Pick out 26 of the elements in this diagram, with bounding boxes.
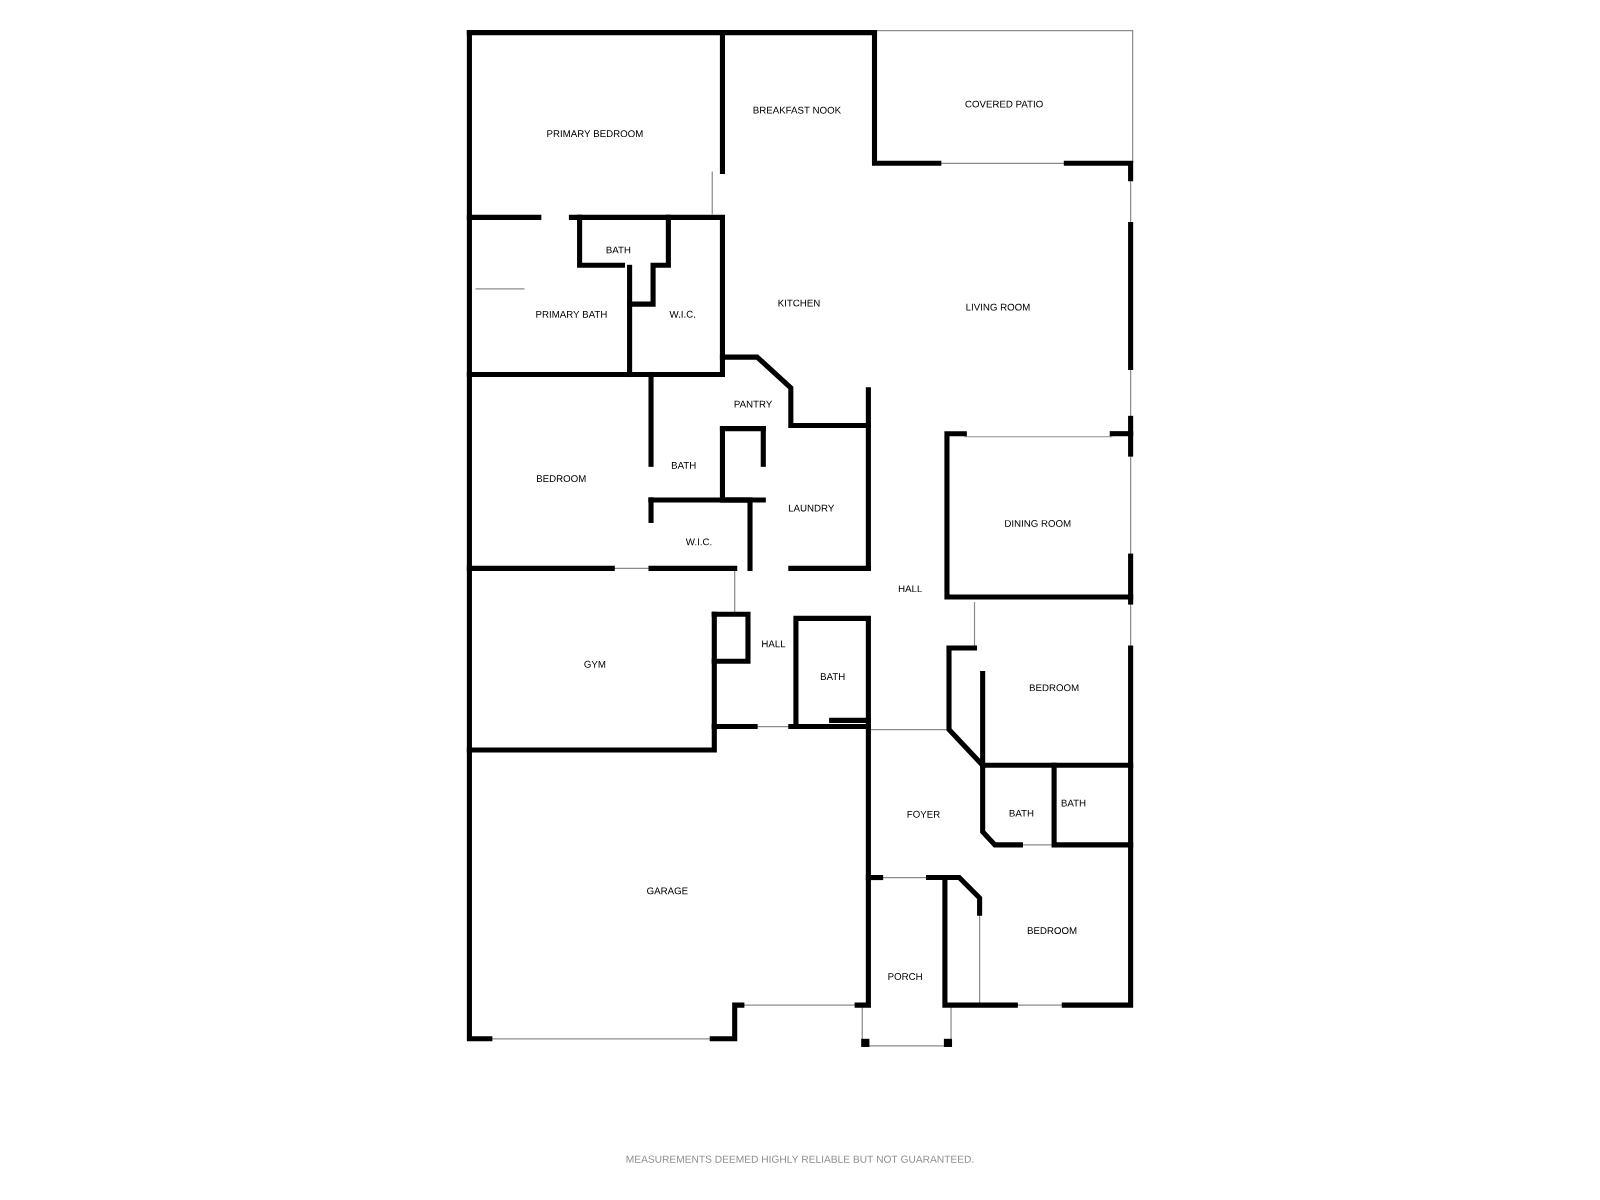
room-label: BEDROOM (1027, 927, 1077, 935)
room-label: FOYER (907, 810, 940, 818)
room-label: HALL (898, 585, 922, 593)
room-label: HALL (762, 640, 786, 648)
room-label: PRIMARY BATH (536, 310, 607, 318)
room-label: PANTRY (734, 400, 773, 408)
room-label: KITCHEN (778, 299, 820, 307)
room-label: BEDROOM (537, 475, 586, 482)
room-label: COVERED PATIO (965, 100, 1043, 108)
room-label: BATH (671, 462, 696, 469)
room-label: W.I.C. (685, 538, 712, 546)
room-label: GARAGE (647, 887, 688, 895)
room-label: PRIMARY BEDROOM (547, 130, 643, 138)
room-label: BATH (1009, 809, 1034, 817)
room-label: PORCH (888, 973, 922, 980)
room-label: LAUNDRY (788, 504, 835, 512)
disclaimer-text: MEASUREMENTS DEEMED HIGHLY RELIABLE BUT NOT GUARANTEED. (626, 1155, 974, 1163)
room-label: W.I.C. (669, 310, 695, 318)
room-label: BATH (820, 673, 845, 680)
room-label: BATH (1061, 799, 1086, 807)
room-label: LIVING ROOM (966, 303, 1030, 311)
room-label: DINING ROOM (1005, 520, 1071, 527)
room-label: GYM (584, 660, 606, 668)
room-label: BREAKFAST NOOK (753, 106, 841, 114)
room-label: BATH (606, 246, 631, 254)
room-label: BEDROOM (1029, 684, 1079, 692)
